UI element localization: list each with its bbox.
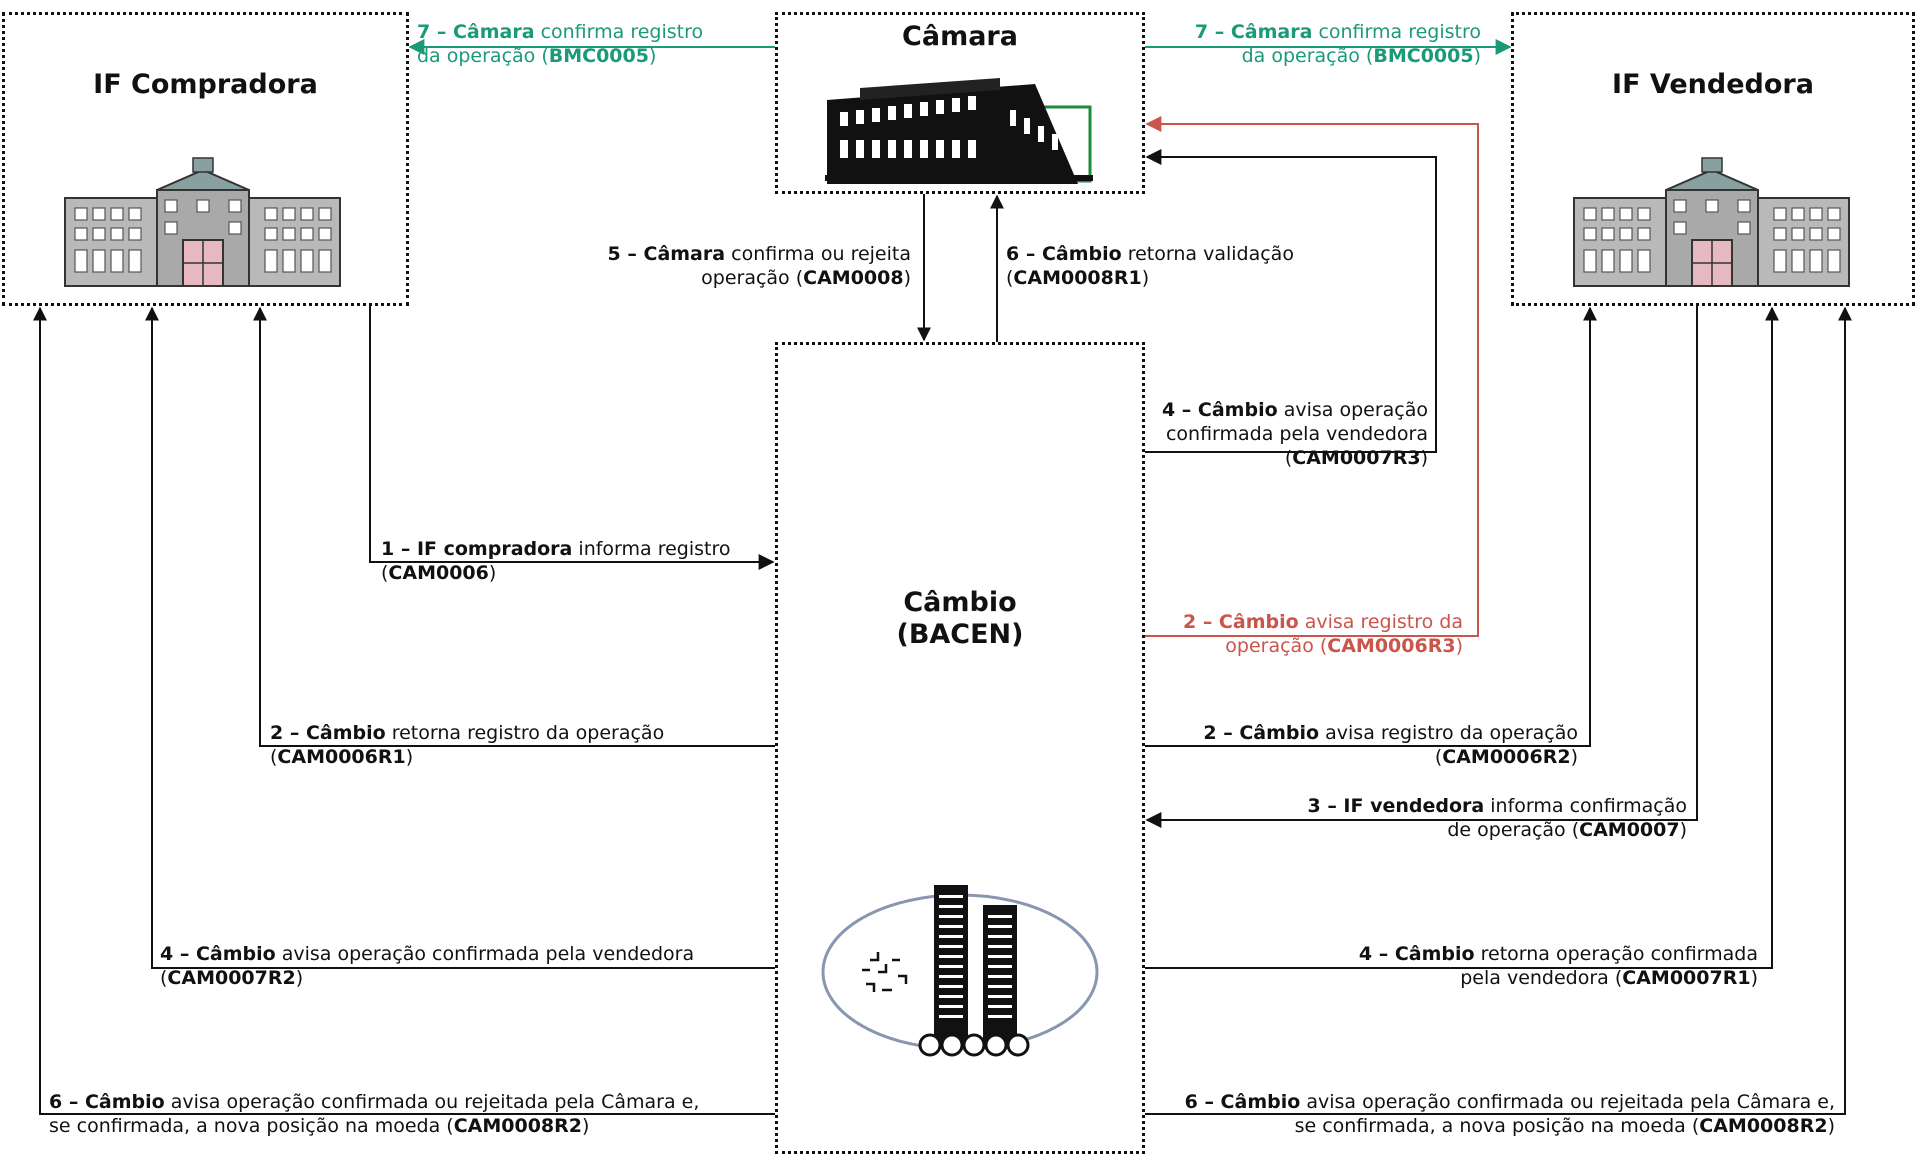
- label-m4-right: 4 – Câmbio retorna operação confirmada p…: [1358, 943, 1758, 989]
- label-m6-top: 6 – Câmbio retorna validação (CAM0008R1): [1006, 243, 1294, 289]
- node-if-vendedora: IF Vendedora: [1511, 12, 1915, 306]
- arrow-m2-left: [253, 306, 775, 747]
- arrow-m1: [369, 306, 775, 570]
- node-title: IF Vendedora: [1612, 69, 1814, 100]
- label-m6-left: 6 – Câmbio avisa operação confirmada ou …: [49, 1091, 700, 1137]
- arrow-m6-left: [33, 306, 775, 1115]
- vendedora-building-icon: [1573, 157, 1850, 287]
- arrow-m2-right: [1145, 306, 1597, 747]
- label-m2-red: 2 – Câmbio avisa registro da operação (C…: [1182, 611, 1463, 657]
- arrow-m4-left: [145, 306, 775, 969]
- node-title-line1: Câmbio: [903, 587, 1017, 618]
- label-m7-left: 7 – Câmara confirma registro da operação…: [417, 21, 704, 67]
- label-m2-right: 2 – Câmbio avisa registro da operação (C…: [1203, 722, 1578, 768]
- label-m1: 1 – IF compradora informa registro (CAM0…: [381, 538, 731, 584]
- node-camara: Câmara: [775, 12, 1145, 194]
- label-m2-left: 2 – Câmbio retorna registro da operação …: [270, 722, 665, 768]
- camara-building-icon: [825, 78, 1093, 184]
- label-m6-right: 6 – Câmbio avisa operação confirmada ou …: [1184, 1091, 1835, 1137]
- node-if-compradora: IF Compradora: [2, 12, 409, 306]
- arrow-m4-right: [1145, 306, 1779, 969]
- label-m4-left: 4 – Câmbio avisa operação confirmada pel…: [160, 943, 695, 989]
- arrow-m3: [1145, 306, 1698, 828]
- label-m5: 5 – Câmara confirma ou rejeita operação …: [607, 243, 911, 289]
- label-m7-right: 7 – Câmara confirma registro da operação…: [1194, 21, 1481, 67]
- label-m3: 3 – IF vendedora informa confirmação de …: [1307, 795, 1687, 841]
- arrow-m4-camara: [1145, 149, 1437, 453]
- arrow-m6-right: [1145, 306, 1852, 1115]
- node-title: Câmara: [902, 21, 1018, 52]
- label-m4-camara: 4 – Câmbio avisa operação confirmada pel…: [1161, 399, 1428, 469]
- arrow-m2-red: [1145, 116, 1479, 637]
- node-title-line2: (BACEN): [896, 619, 1024, 650]
- compradora-building-icon: [64, 157, 341, 287]
- node-title: IF Compradora: [93, 69, 318, 100]
- bacen-logo-icon: [821, 885, 1099, 1057]
